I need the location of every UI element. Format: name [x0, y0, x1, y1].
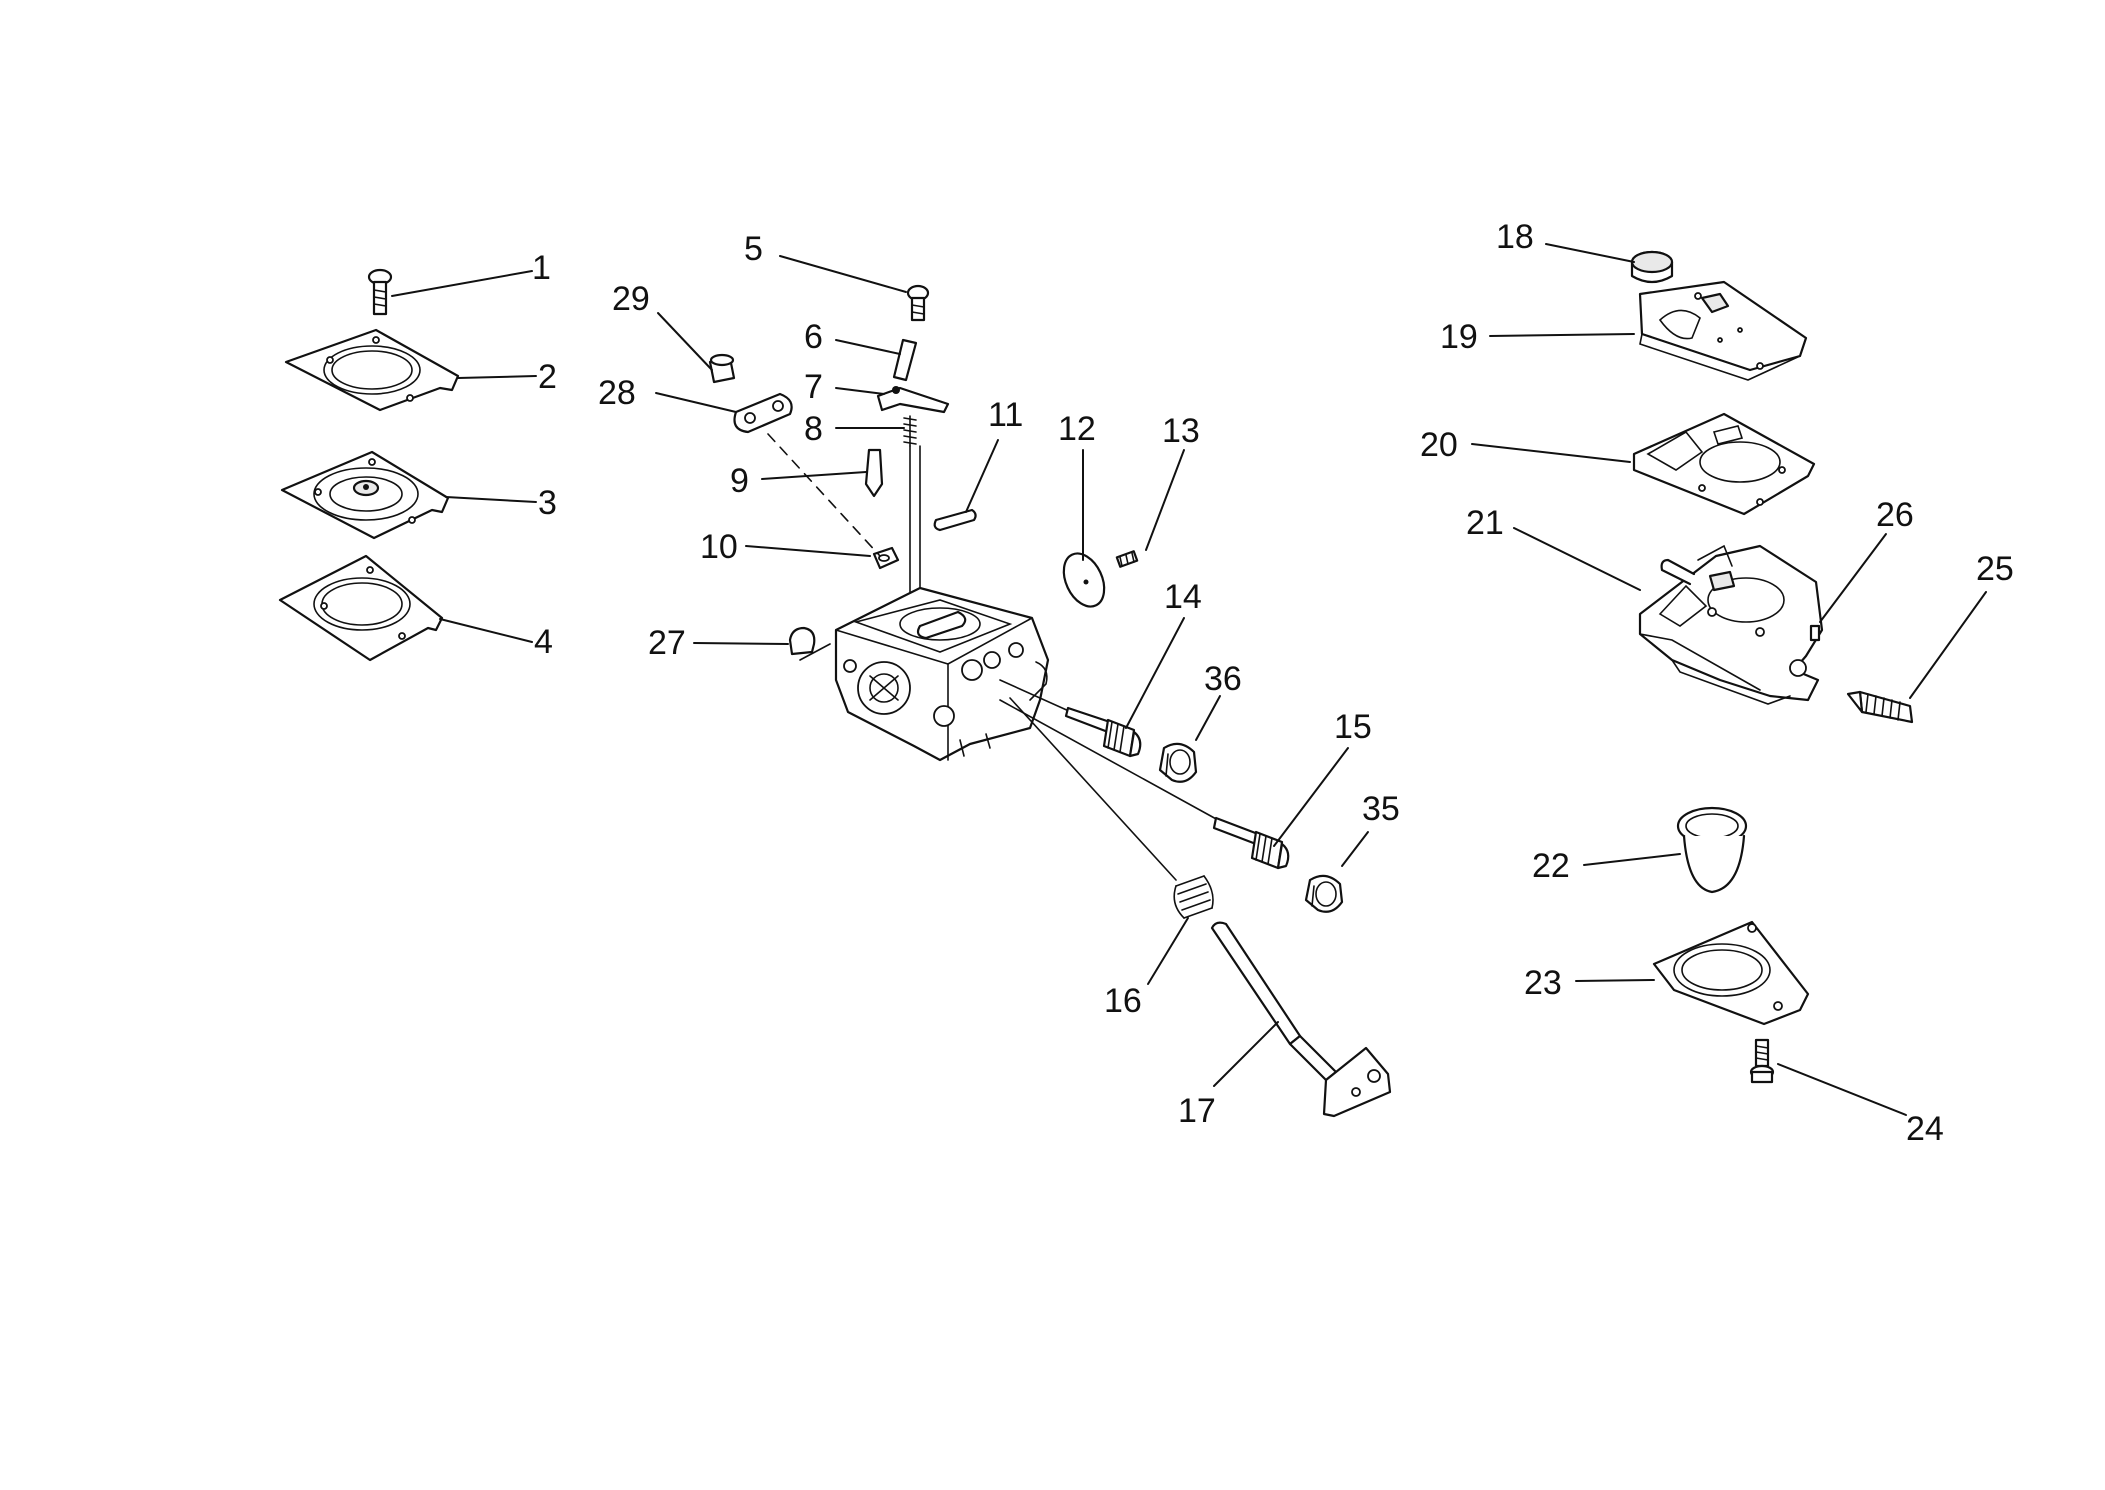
callout-28: 28: [598, 374, 636, 412]
callout-22: 22: [1532, 847, 1570, 885]
callout-3: 3: [538, 484, 557, 522]
part-8-spring: [903, 415, 917, 447]
callout-11: 11: [988, 396, 1023, 434]
callout-7: 7: [804, 368, 823, 406]
callout-10: 10: [700, 528, 738, 566]
callout-6: 6: [804, 318, 823, 356]
part-9-needle-valve: [864, 448, 884, 498]
carburetor-body: [834, 586, 1050, 762]
part-13-screw: [1115, 550, 1139, 568]
callout-21: 21: [1466, 504, 1504, 542]
callout-20: 20: [1420, 426, 1458, 464]
part-29-plug: [708, 353, 736, 384]
part-14-mixture-needle: [1064, 706, 1142, 758]
part-27-cap: [788, 626, 816, 656]
callout-5: 5: [744, 230, 763, 268]
callout-16: 16: [1104, 982, 1142, 1020]
callout-14: 14: [1164, 578, 1202, 616]
callout-1: 1: [532, 249, 551, 287]
guide-line-b: [799, 643, 831, 661]
part-3-pump-diaphragm: [280, 450, 450, 540]
part-16-spring: [1173, 875, 1214, 919]
callout-9: 9: [730, 462, 749, 500]
callout-29: 29: [612, 280, 650, 318]
guide-line-15: [999, 699, 1219, 821]
callout-17: 17: [1178, 1092, 1216, 1130]
part-10-retainer: [872, 546, 900, 570]
part-6-pin: [892, 338, 918, 382]
callout-35: 35: [1362, 790, 1400, 828]
part-5-screw: [906, 284, 930, 322]
part-17-throttle-shaft: [1210, 921, 1392, 1118]
part-11-pin: [933, 508, 977, 532]
part-2-pump-cover: [284, 328, 460, 412]
part-36-limiter-cap: [1158, 742, 1198, 783]
callout-13: 13: [1162, 412, 1200, 450]
part-20-diaphragm: [1632, 412, 1816, 516]
part-7-metering-lever: [876, 386, 950, 414]
callout-25: 25: [1976, 550, 2014, 588]
part-25-screw: [1846, 690, 1914, 724]
callout-15: 15: [1334, 708, 1372, 746]
part-23-bulb-retainer: [1652, 920, 1810, 1026]
guide-line-16: [1009, 697, 1177, 881]
part-1-screw: [367, 268, 393, 316]
guide-line-a: [767, 433, 881, 557]
part-24-screw: [1749, 1038, 1775, 1084]
callout-8: 8: [804, 410, 823, 448]
part-28-gasket: [733, 392, 793, 434]
part-26-pin: [1809, 624, 1821, 642]
part-21-carburetor-cover: [1638, 544, 1824, 705]
leader-lines: [391, 243, 1987, 1116]
part-4-gasket: [278, 554, 444, 662]
callout-24: 24: [1906, 1110, 1944, 1148]
callout-23: 23: [1524, 964, 1562, 1002]
callout-2: 2: [538, 358, 557, 396]
callout-26: 26: [1876, 496, 1914, 534]
callout-4: 4: [534, 623, 553, 661]
part-18-cap: [1630, 250, 1674, 284]
part-22-primer-bulb: [1676, 806, 1748, 894]
callout-labels: 1 2 3 4 5 6 7 8 9 10 11 12 13 14 36 15 3…: [532, 218, 2014, 1148]
callout-36: 36: [1204, 660, 1242, 698]
callout-19: 19: [1440, 318, 1478, 356]
part-12-throttle-plate: [1062, 552, 1106, 608]
part-19-cover: [1638, 280, 1808, 381]
part-35-limiter-cap: [1304, 874, 1344, 913]
callout-12: 12: [1058, 410, 1096, 448]
callout-18: 18: [1496, 218, 1534, 256]
part-15-mixture-needle: [1212, 816, 1290, 870]
callout-27: 27: [648, 624, 686, 662]
